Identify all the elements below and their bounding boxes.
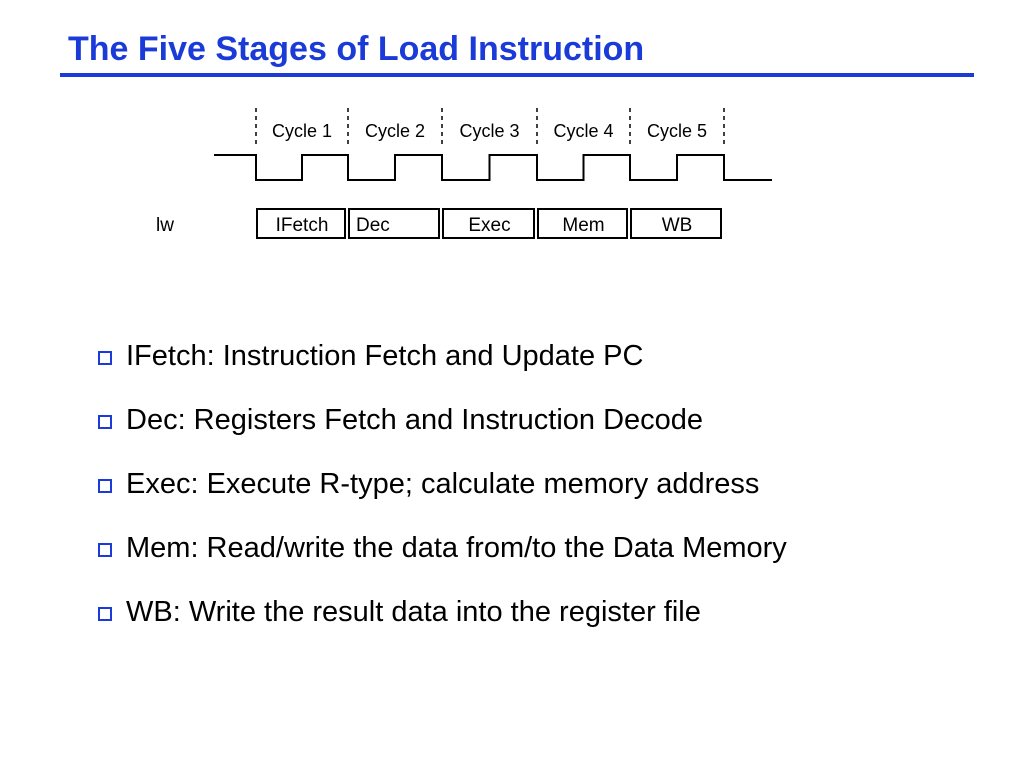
bullet-item: Exec: Execute R-type; calculate memory a…	[98, 452, 787, 516]
hollow-square-bullet-icon	[98, 607, 112, 621]
stage-boxes: IFetch Dec Exec Mem WB	[256, 208, 722, 239]
stage-box-dec	[348, 208, 440, 239]
bullet-text: Exec: Execute R-type; calculate memory a…	[126, 467, 760, 500]
cycle-label-1: Cycle 1	[272, 121, 332, 141]
bullet-item: Mem: Read/write the data from/to the Dat…	[98, 516, 787, 580]
stage-label-mem: Mem	[562, 215, 604, 236]
hollow-square-bullet-icon	[98, 415, 112, 429]
bullet-text: Dec: Registers Fetch and Instruction Dec…	[126, 403, 704, 436]
stage-box-ifetch	[256, 208, 346, 239]
bullet-item: Dec: Registers Fetch and Instruction Dec…	[98, 388, 787, 452]
cycle-label-5: Cycle 5	[647, 121, 707, 141]
title-underline	[60, 73, 974, 77]
bullet-text: Mem: Read/write the data from/to the Dat…	[126, 531, 787, 564]
hollow-square-bullet-icon	[98, 351, 112, 365]
stage-label-dec: Dec	[356, 215, 390, 236]
pipeline-timing-diagram: Cycle 1 Cycle 2 Cycle 3 Cycle 4 Cycle 5 lw I…	[156, 108, 772, 239]
stage-box-wb	[630, 208, 722, 239]
bullet-text: IFetch: Instruction Fetch and Update PC	[126, 339, 644, 372]
clock-waveform	[214, 154, 772, 181]
slide-title: The Five Stages of Load Instruction	[68, 30, 645, 68]
hollow-square-bullet-icon	[98, 543, 112, 557]
stage-box-mem	[537, 208, 628, 239]
cycle-dividers	[255, 108, 725, 148]
bullet-text: WB: Write the result data into the regis…	[126, 595, 701, 628]
instruction-label: lw	[156, 215, 174, 236]
hollow-square-bullet-icon	[98, 479, 112, 493]
stage-label-ifetch: IFetch	[276, 215, 329, 236]
stage-box-exec	[442, 208, 535, 239]
stage-description-list: IFetch: Instruction Fetch and Update PC D…	[98, 324, 787, 644]
cycle-label-3: Cycle 3	[459, 121, 519, 141]
stage-label-wb: WB	[662, 215, 693, 236]
cycle-label-4: Cycle 4	[553, 121, 613, 141]
cycle-label-2: Cycle 2	[365, 121, 425, 141]
stage-label-exec: Exec	[468, 215, 510, 236]
bullet-item: WB: Write the result data into the regis…	[98, 580, 787, 644]
bullet-item: IFetch: Instruction Fetch and Update PC	[98, 324, 787, 388]
cycle-labels: Cycle 1 Cycle 2 Cycle 3 Cycle 4 Cycle 5	[272, 121, 707, 141]
